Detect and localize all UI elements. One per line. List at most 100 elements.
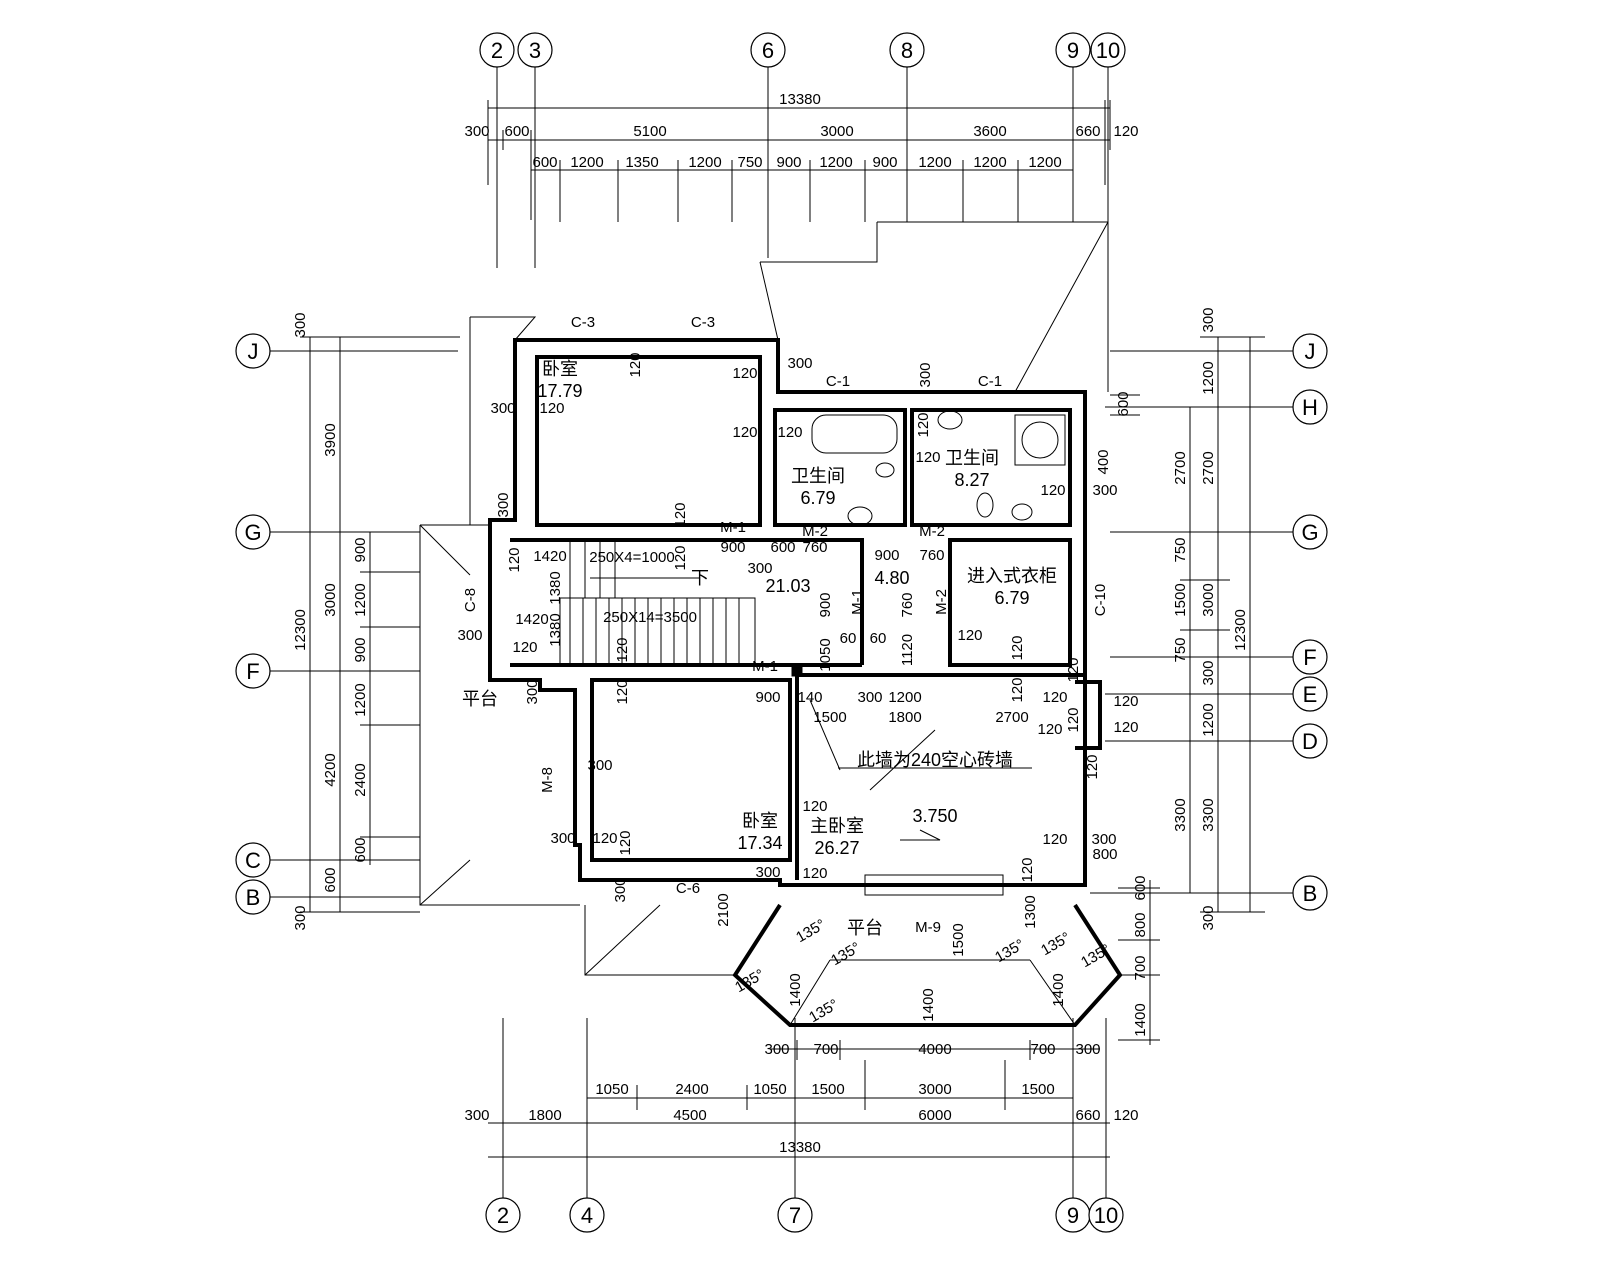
- platform-label: 平台: [462, 689, 498, 709]
- axis-bubble: 7: [777, 1197, 813, 1233]
- axis-circle: [1088, 1197, 1124, 1233]
- dimension-label: 60: [870, 630, 887, 647]
- dimension-label: 300: [464, 1107, 489, 1124]
- door-window-tag: C-1: [978, 373, 1002, 390]
- axis-bubble: 9: [1055, 32, 1091, 68]
- dimension-label: 300: [292, 905, 309, 930]
- door-window-tag: M-9: [915, 919, 941, 936]
- dimension-label: 600: [1132, 875, 1149, 900]
- dimension-label: 120: [1084, 754, 1101, 779]
- stair-direction-down: 下: [691, 568, 709, 588]
- axis-bubble: 2: [479, 32, 515, 68]
- dimension-label: 300: [490, 400, 515, 417]
- dimension-label: 120: [539, 400, 564, 417]
- axis-bubble: 6: [750, 32, 786, 68]
- room-name: 卧室: [542, 359, 578, 379]
- column-marker: [791, 665, 803, 677]
- axis-bubble: 10: [1090, 32, 1126, 68]
- axis-circle: [1292, 875, 1328, 911]
- dimension-label: 900: [720, 539, 745, 556]
- dimension-label: 120: [1019, 857, 1036, 882]
- door-window-tag: M-1: [720, 519, 746, 536]
- dimension-label: 900: [776, 154, 801, 171]
- washbasin-icon: [847, 506, 873, 526]
- staircase: [559, 542, 756, 666]
- axis-label: C: [245, 848, 261, 873]
- dimension-label: 1200: [688, 154, 721, 171]
- dimension-label: 140: [797, 689, 822, 706]
- dimension-label: 120: [614, 679, 631, 704]
- dimension-label: 3900: [322, 423, 339, 456]
- axis-label: 10: [1094, 1203, 1118, 1228]
- dimension-label: 4200: [322, 753, 339, 786]
- door-window-tag: M-2: [933, 589, 950, 615]
- dimension-label: 1500: [1021, 1081, 1054, 1098]
- room-area: 8.27: [954, 470, 989, 490]
- dimension-label: 760: [919, 547, 944, 564]
- room-name: 卧室: [742, 811, 778, 831]
- axis-circle: [235, 514, 271, 550]
- angle-label: 135°: [828, 939, 863, 969]
- dimension-label: 1200: [1200, 361, 1217, 394]
- room-area: 17.79: [537, 381, 582, 401]
- dimension-label: 900: [817, 592, 834, 617]
- dimension-label: 760: [899, 592, 916, 617]
- axis-circle: [1090, 32, 1126, 68]
- dimension-label: 1200: [918, 154, 951, 171]
- dimension-label: 4000: [918, 1041, 951, 1058]
- dimension-label: 1200: [570, 154, 603, 171]
- dimension-label: 120: [1040, 482, 1065, 499]
- hall-area: 21.03: [765, 576, 810, 596]
- dimension-label: 600: [1115, 391, 1132, 416]
- dimension-label: 120: [802, 865, 827, 882]
- dimension-label: 1400: [1050, 973, 1067, 1006]
- dimension-label: 1300: [1022, 895, 1039, 928]
- axis-circle: [1292, 723, 1328, 759]
- axis-bubble: G: [1292, 514, 1328, 550]
- dimension-label: 1200: [819, 154, 852, 171]
- dimension-label: 600: [504, 123, 529, 140]
- dimension-label: 300: [457, 627, 482, 644]
- door-window-tag: M-2: [802, 523, 828, 540]
- dimension-label: 300: [747, 560, 772, 577]
- dimension-label: 120: [1009, 635, 1026, 660]
- axis-bubble: D: [1292, 723, 1328, 759]
- dimension-label: 2700: [1172, 451, 1189, 484]
- axis-label: J: [1305, 339, 1316, 364]
- jacuzzi-icon: [1014, 414, 1066, 466]
- door-window-tag: C-10: [1092, 584, 1109, 617]
- axis-label: G: [244, 520, 261, 545]
- dimension-label: 1800: [888, 709, 921, 726]
- dimension-label: 900: [755, 689, 780, 706]
- axis-circle: [1292, 676, 1328, 712]
- axis-bubble: B: [235, 879, 271, 915]
- dimension-label: 120: [777, 424, 802, 441]
- dimension-label: 120: [802, 798, 827, 815]
- dimension-lines: [300, 100, 1265, 1158]
- dimension-label: 120: [672, 502, 689, 527]
- bathroom-fixtures: [791, 410, 1066, 677]
- dimension-label: 760: [802, 539, 827, 556]
- dimension-label: 300: [1200, 307, 1217, 332]
- room-name: 卫生间: [945, 448, 999, 468]
- dimension-label: 300: [550, 830, 575, 847]
- dimension-label: 300: [857, 689, 882, 706]
- axis-bubble: 2: [485, 1197, 521, 1233]
- axis-circle: [750, 32, 786, 68]
- wall-note: 此墙为240空心砖墙: [857, 750, 1013, 770]
- angle-label: 135°: [992, 936, 1027, 966]
- axis-circle: [479, 32, 515, 68]
- dimension-label: 1420: [533, 548, 566, 565]
- dimension-label: 120: [1042, 831, 1067, 848]
- axis-circle: [1055, 32, 1091, 68]
- axis-bubble: F: [1292, 639, 1328, 675]
- dimension-label: 1050: [595, 1081, 628, 1098]
- dimension-label: 120: [915, 412, 932, 437]
- toilet-icon: [875, 462, 895, 478]
- dimension-label: 1050: [817, 638, 834, 671]
- door-window-tag: M-1: [849, 589, 866, 615]
- dimension-label: 300: [292, 312, 309, 337]
- dimension-label: 1200: [352, 583, 369, 616]
